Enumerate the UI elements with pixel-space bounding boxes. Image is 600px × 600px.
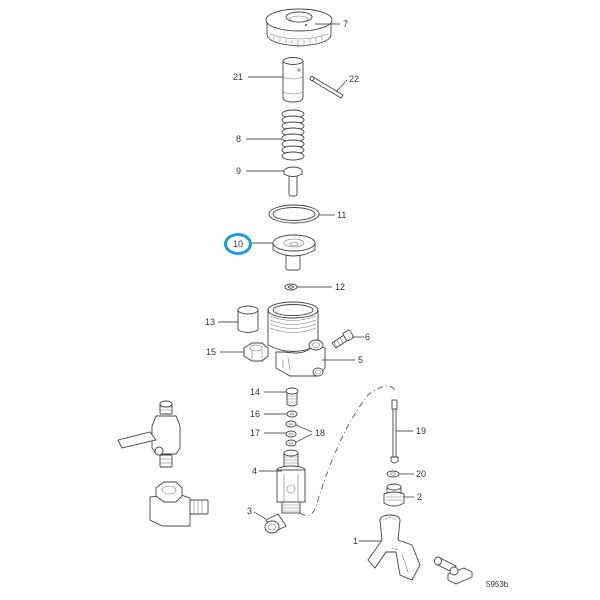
callout-7: 7 <box>343 19 349 29</box>
part-20-washer <box>386 470 400 478</box>
elbow-fitting <box>149 481 209 527</box>
callout-19: 19 <box>416 426 427 436</box>
part-3-plug <box>264 513 287 534</box>
callout-20: 20 <box>416 469 427 479</box>
part-2-nipple <box>383 483 405 507</box>
callout-6: 6 <box>365 332 371 342</box>
callout-9: 9 <box>236 166 242 176</box>
part-15-hex-nut <box>243 342 269 362</box>
part-8-spring <box>281 109 305 161</box>
part-21-piston-sleeve <box>282 57 304 103</box>
part-18-washer-upper <box>285 420 297 428</box>
part-18-washer-lower <box>285 439 297 447</box>
part-22-pin <box>309 76 344 99</box>
part-4-adapter-fitting <box>276 449 306 514</box>
callout-14: 14 <box>250 387 261 397</box>
part-19-probe-tube <box>390 399 399 464</box>
part-10-valve-seat <box>272 234 316 271</box>
ball-valve <box>117 400 181 468</box>
callout-10[interactable]: 10 <box>233 239 244 249</box>
callout-16: 16 <box>250 409 261 419</box>
callout-1: 1 <box>353 536 359 546</box>
part-7-knurled-cap <box>265 8 333 47</box>
callout-21: 21 <box>233 72 244 82</box>
part-1-yoke-bracket <box>367 514 421 581</box>
callout-22: 22 <box>349 74 360 84</box>
callout-15: 15 <box>206 347 217 357</box>
callout-3: 3 <box>247 506 253 516</box>
callout-4: 4 <box>252 466 258 476</box>
callout-2: 2 <box>417 492 423 502</box>
figure-id: 5953b <box>486 580 509 589</box>
part-6-bleed-screw <box>331 329 354 349</box>
part-9-valve-stem <box>283 166 303 197</box>
part-17-washer <box>285 430 297 438</box>
part-14-threaded-plug <box>285 387 299 407</box>
callout-13: 13 <box>205 317 216 327</box>
spray-tip <box>434 556 473 585</box>
part-16-nut <box>286 410 298 418</box>
part-13-bushing <box>237 305 259 333</box>
callout-17: 17 <box>250 428 261 438</box>
highlight-circle <box>224 233 252 255</box>
callout-8: 8 <box>236 134 242 144</box>
callout-11: 11 <box>337 210 347 220</box>
callout-5: 5 <box>358 355 364 365</box>
part-5-valve-body <box>267 301 326 377</box>
callout-12: 12 <box>335 282 346 292</box>
callout-18: 18 <box>315 428 326 438</box>
part-12-washer <box>284 283 298 291</box>
part-11-o-ring <box>268 204 320 224</box>
